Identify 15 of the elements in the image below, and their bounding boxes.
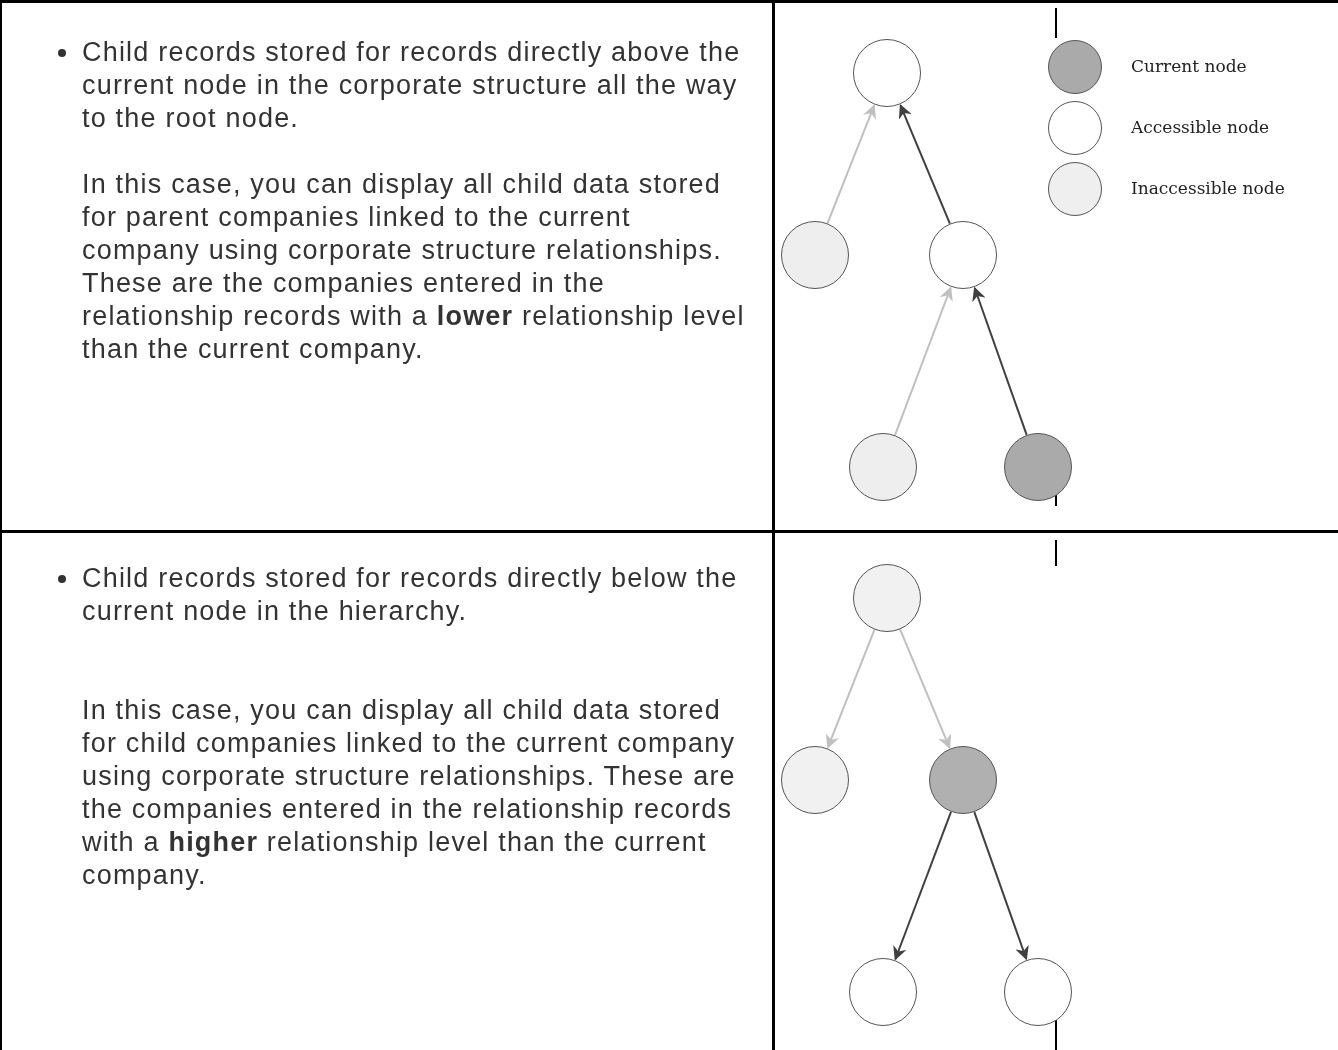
arrow: [893, 810, 952, 961]
arrow: [826, 628, 876, 749]
paragraph: Child records stored for records directly below the current node in the hierarchy.: [82, 562, 739, 628]
arrow: [899, 628, 952, 749]
legend-label: Current node: [1131, 56, 1247, 76]
paragraph: In this case, you can display all child data stored for child companies linked to the current company using corporate structure relationships. These are the companies entered in the relationship records with a higher relationship level than the current company.: [82, 694, 737, 892]
arrow: [898, 104, 951, 225]
paragraph: Child records stored for records directly above the current node in the corporate structure all the way to the root node.: [82, 36, 742, 135]
arrow: [973, 811, 1029, 961]
legend-label: Accessible node: [1131, 117, 1270, 137]
arrow: [894, 286, 953, 437]
arrow: [972, 286, 1028, 436]
legend-label: Inaccessible node: [1131, 178, 1285, 198]
arrow: [826, 104, 876, 225]
paragraph: In this case, you can display all child data stored for parent companies linked to the current company using corporate structure relationships. These are the companies entered in the relationship records with a lower relationship level than the current company.: [82, 168, 746, 366]
